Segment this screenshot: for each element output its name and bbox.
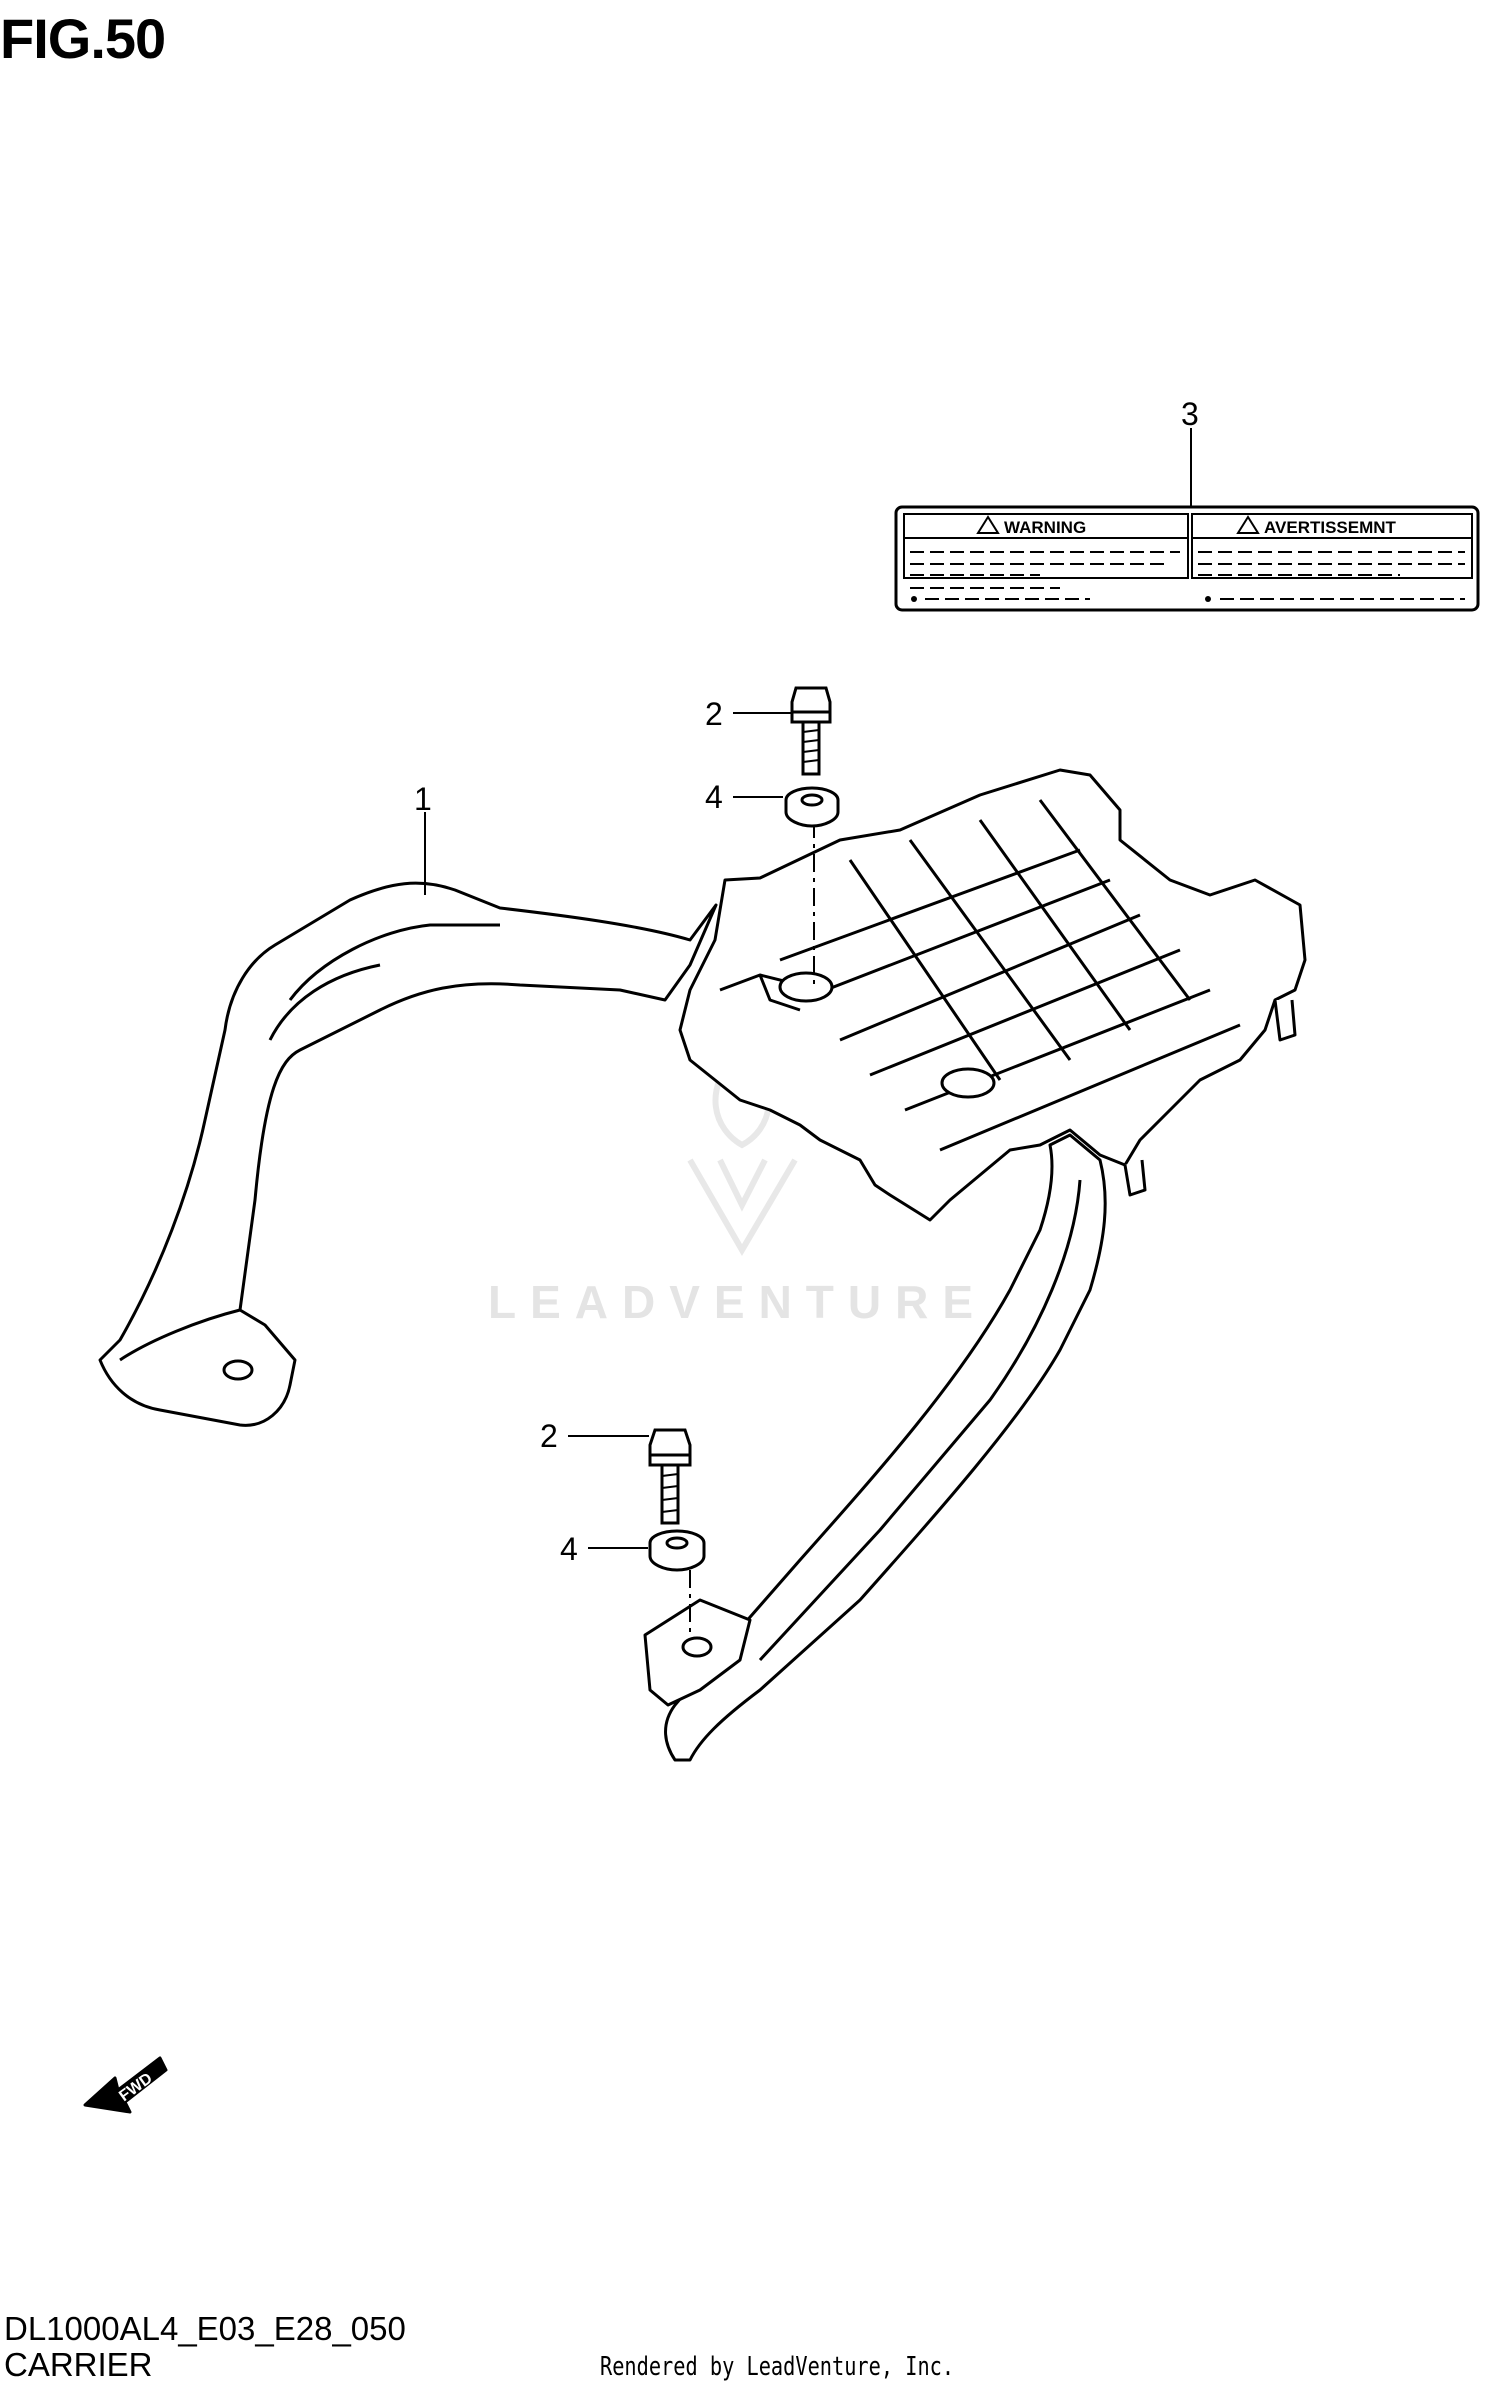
leader-lines (424, 428, 1192, 1549)
watermark-text: LEADVENTURE (488, 1276, 987, 1328)
label-heading-avertissement: AVERTISSEMNT (1264, 518, 1397, 537)
callout-4-lower: 4 (560, 1531, 578, 1567)
figure-code: DL1000AL4_E03_E28_050 (4, 2310, 406, 2347)
warning-triangle-icon (1236, 515, 1260, 534)
callout-3: 3 (1181, 396, 1199, 432)
figure-title: FIG.50 (0, 7, 166, 70)
warning-label-part[interactable]: WARNING AVERTISSEMNT (894, 505, 1480, 612)
figure-name: CARRIER (4, 2346, 153, 2383)
callout-1: 1 (414, 781, 432, 817)
washer-upper[interactable] (784, 786, 840, 828)
callout-4-upper: 4 (705, 779, 723, 815)
callout-2-upper: 2 (705, 696, 723, 732)
fwd-arrow-icon: FWD (83, 2056, 168, 2114)
bolt-lower[interactable] (648, 1428, 692, 1525)
warning-triangle-icon (976, 515, 1000, 534)
carrier-part[interactable] (98, 768, 1307, 1762)
washer-lower[interactable] (648, 1529, 706, 1572)
render-credit: Rendered by LeadVenture, Inc. (600, 2352, 955, 2382)
callout-2-lower: 2 (540, 1418, 558, 1454)
bolt-upper[interactable] (790, 686, 832, 776)
label-heading-warning: WARNING (1004, 518, 1086, 537)
